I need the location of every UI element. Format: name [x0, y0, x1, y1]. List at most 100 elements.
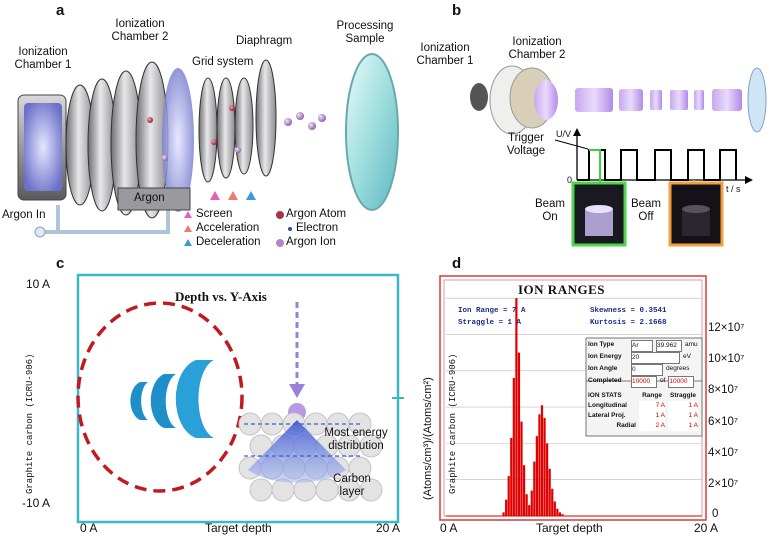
argon-block: [117, 187, 191, 211]
argon-inlet-valve-icon: [34, 226, 46, 238]
ion-range-bar: [502, 512, 505, 516]
panel-a-letter: a: [56, 2, 65, 19]
panel-d-right-tick: 8×10⁷: [708, 384, 739, 396]
info-ion-type-label: Ion Type: [588, 341, 615, 348]
info-straggle-header: Straggle: [669, 392, 696, 399]
ion-range-bar: [515, 298, 518, 516]
panel-d-right-tick: 12×10⁷: [708, 322, 745, 334]
info-row-straggle: 1 A: [668, 411, 698, 421]
ion-range-bar: [535, 436, 538, 516]
info-ion-type: Ar: [631, 340, 653, 352]
info-completed-label: Completed: [588, 377, 622, 384]
legend-acceleration-label: Acceleration: [196, 222, 260, 234]
info-row-straggle: 1 A: [668, 421, 698, 431]
panel-d-title: ION RANGES: [518, 282, 605, 297]
beam-segment: [670, 90, 688, 110]
info-completed: 10000: [631, 376, 657, 388]
sample-disc: [747, 67, 767, 133]
ion-range-bar: [546, 443, 549, 516]
panel-c-y-bottom-tick: -10 A: [22, 496, 51, 510]
ion-range-bar: [505, 499, 508, 516]
carbon-atom: [249, 478, 273, 502]
label-argon-in: Argon In: [2, 209, 46, 221]
energy-cone: [248, 420, 346, 483]
ion-range-bar: [551, 488, 554, 516]
label-grid-system: Grid system: [192, 56, 254, 68]
panel-c-title: Depth vs. Y-Axis: [175, 289, 267, 304]
info-total: 10000: [668, 376, 695, 388]
info-mass: 39.962: [656, 340, 682, 352]
panel-c-plot: [76, 273, 404, 524]
carbon-atom: [348, 456, 372, 480]
legend-argon-atom-label: Argon Atom: [286, 208, 347, 220]
panel-d-right-tick: 0: [712, 508, 719, 520]
legend-symbol-icon: [184, 211, 192, 218]
energy-ring: [76, 301, 244, 493]
info-row-range: 7 A: [639, 401, 665, 411]
panel-d-x-right-tick: 20 A: [694, 521, 719, 535]
legend-electron-label: Electron: [296, 222, 339, 234]
label-waveform-origin: 0: [567, 175, 573, 185]
label-trigger-voltage: Trigger Voltage: [506, 132, 546, 157]
info-box-text: Ion Type Ar 39.962 amu Ion Energy 20 eV …: [588, 340, 700, 431]
info-row-name: Lateral Proj.: [588, 412, 626, 419]
label-beam-off: Beam Off: [630, 198, 662, 223]
legend-symbol-icon: [276, 239, 284, 247]
trigger-voltage-waveform: [577, 149, 737, 181]
chamber-1-cap: [470, 83, 488, 111]
ion-distribution-3: [175, 360, 214, 438]
stat-straggle: Straggle = 1 A: [458, 319, 522, 327]
panel-a-legend: [184, 211, 292, 247]
info-row-straggle: 1 A: [668, 401, 698, 411]
panel-d-right-tick: 4×10⁷: [708, 447, 739, 459]
stat-ion-range: Ion Range = 7 A: [458, 307, 526, 315]
legend-symbol-icon: [184, 239, 192, 246]
panel-d-x-label: Target depth: [536, 521, 603, 535]
info-range-header: Range: [642, 392, 662, 399]
info-row-name: Radial: [616, 422, 636, 429]
panel-d-right-tick: 2×10⁷: [708, 478, 739, 490]
beam-segment: [575, 88, 613, 112]
panel-d-right-tick: 10×10⁷: [708, 353, 745, 365]
screen-marker-icon: [210, 191, 220, 200]
info-angle-unit: degrees: [666, 365, 690, 372]
info-stats-header: ION STATS: [588, 392, 622, 399]
panel-d-y-axis-label: (Atoms/cm³)/(Atoms/cm²): [422, 377, 434, 500]
panel-b-illustration: [470, 65, 767, 247]
beam-segment: [619, 89, 643, 111]
ion-range-bar: [530, 490, 533, 516]
info-ion-energy-label: Ion Energy: [588, 353, 622, 360]
label-argon: Argon: [134, 192, 165, 204]
info-ion-energy: 20: [631, 352, 680, 364]
legend-symbol-icon: [184, 225, 192, 232]
beam-segment: [650, 90, 662, 110]
ion-range-bars: [446, 298, 702, 517]
panel-c-y-top-tick: 10 A: [26, 277, 51, 291]
label-ionization-chamber-1: Ionization Chamber 1: [14, 46, 72, 71]
label-ionization-chamber-2: Ionization Chamber 2: [111, 18, 169, 43]
chamber-rings: [65, 61, 194, 219]
beam-segment: [712, 89, 742, 111]
legend-screen-label: Screen: [196, 208, 233, 220]
ion-range-bar: [538, 414, 541, 516]
carbon-atom: [238, 412, 262, 436]
panel-c-y-axis-label: Graphite carbon (ICRU-906): [25, 353, 35, 494]
info-mass-unit: amu: [685, 341, 698, 348]
ion-range-bar: [558, 512, 562, 516]
panel-c-letter: c: [56, 255, 65, 272]
label-ts-axis: t / s: [726, 184, 741, 194]
panel-c-x-label: Target depth: [205, 521, 272, 535]
panel-a-illustration: [17, 53, 399, 238]
label-most-energy: Most energy distribution: [324, 427, 388, 452]
ion-range-bar: [507, 476, 510, 516]
legend-argon-ion-label: Argon Ion: [286, 236, 336, 248]
ion-range-bar: [528, 505, 531, 516]
panel-d-x-left-tick: 0 A: [440, 521, 458, 535]
label-b-ionization-chamber-1: Ionization Chamber 1: [416, 42, 474, 67]
legend-symbol-icon: [276, 211, 284, 219]
ion-range-bar: [561, 514, 564, 516]
label-beam-on: Beam On: [534, 198, 566, 223]
info-ion-angle-label: Ion Angle: [588, 365, 618, 372]
argon-pipe: [42, 200, 170, 234]
panel-d-gridlines: [446, 297, 702, 480]
